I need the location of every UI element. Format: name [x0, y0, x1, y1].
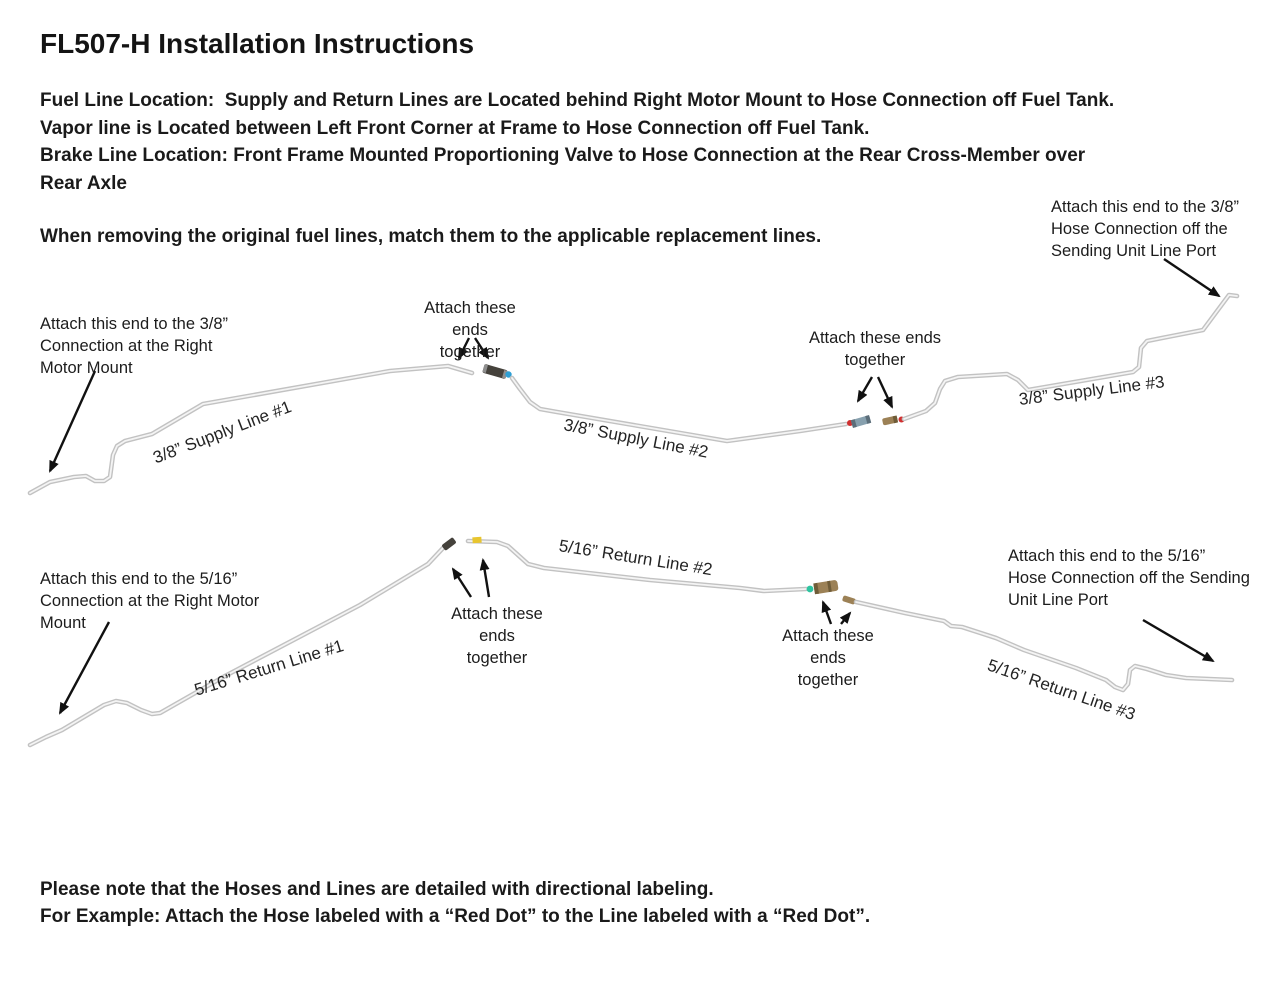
arrow-supply-left	[48, 370, 97, 473]
arrow-supply-join2-b	[876, 376, 894, 409]
hose-fitting-supply-2	[850, 415, 872, 428]
return-line-1-tube	[27, 544, 447, 748]
arrow-supply-join2-a	[856, 376, 874, 403]
match-replacement-note: When removing the original fuel lines, m…	[40, 226, 822, 247]
annotation-supply-join2: Attach these ends together	[808, 329, 942, 369]
supply-line-3-tube	[901, 292, 1240, 422]
arrow-supply-join1-b	[473, 337, 490, 360]
annotation-return-join2: Attach these ends together	[782, 627, 874, 689]
annotation-supply-right: Attach this end to the 3/8” Hose Connect…	[1051, 198, 1240, 260]
annotation-supply-left: Attach this end to the 3/8” Connection a…	[40, 315, 229, 377]
arrow-return-join1-a	[451, 567, 473, 598]
line-fitting-supply-3	[882, 415, 899, 426]
hose-fitting-return-2	[813, 580, 839, 595]
return-line-2-tube	[465, 538, 809, 594]
line-fitting-return-3	[842, 595, 856, 605]
blue-dot	[505, 371, 512, 378]
arrow-supply-right	[1163, 258, 1221, 298]
callout-arrows	[48, 258, 1221, 715]
annotation-return-join1: Attach these ends together	[451, 605, 543, 667]
directional-labeling-note: Please note that the Hoses and Lines are…	[40, 879, 871, 927]
teal-dot	[806, 585, 814, 593]
annotation-supply-join1: Attach these ends together	[424, 299, 516, 361]
arrow-return-join2-a	[821, 600, 833, 625]
supply-line-2-tube	[509, 375, 849, 444]
supply-line-1-tube	[27, 363, 475, 496]
arrow-return-join2-b	[839, 611, 852, 625]
yellow-dot	[472, 536, 482, 544]
return-line-3-tube	[853, 599, 1235, 693]
arrow-return-left	[58, 621, 111, 715]
hose-fitting-supply-1	[482, 364, 508, 379]
annotation-return-right: Attach this end to the 5/16” Hose Connec…	[1008, 547, 1250, 609]
fuel-line-location-text: Fuel Line Location: Supply and Return Li…	[40, 90, 1115, 194]
arrow-supply-join1-a	[457, 337, 471, 360]
arrow-return-join1-b	[479, 558, 491, 598]
tip-fitting-return-1	[442, 537, 456, 551]
annotation-return-left: Attach this end to the 5/16” Connection …	[40, 570, 260, 632]
page-title: FL507-H Installation Instructions	[40, 28, 475, 59]
arrow-return-right	[1142, 618, 1215, 663]
